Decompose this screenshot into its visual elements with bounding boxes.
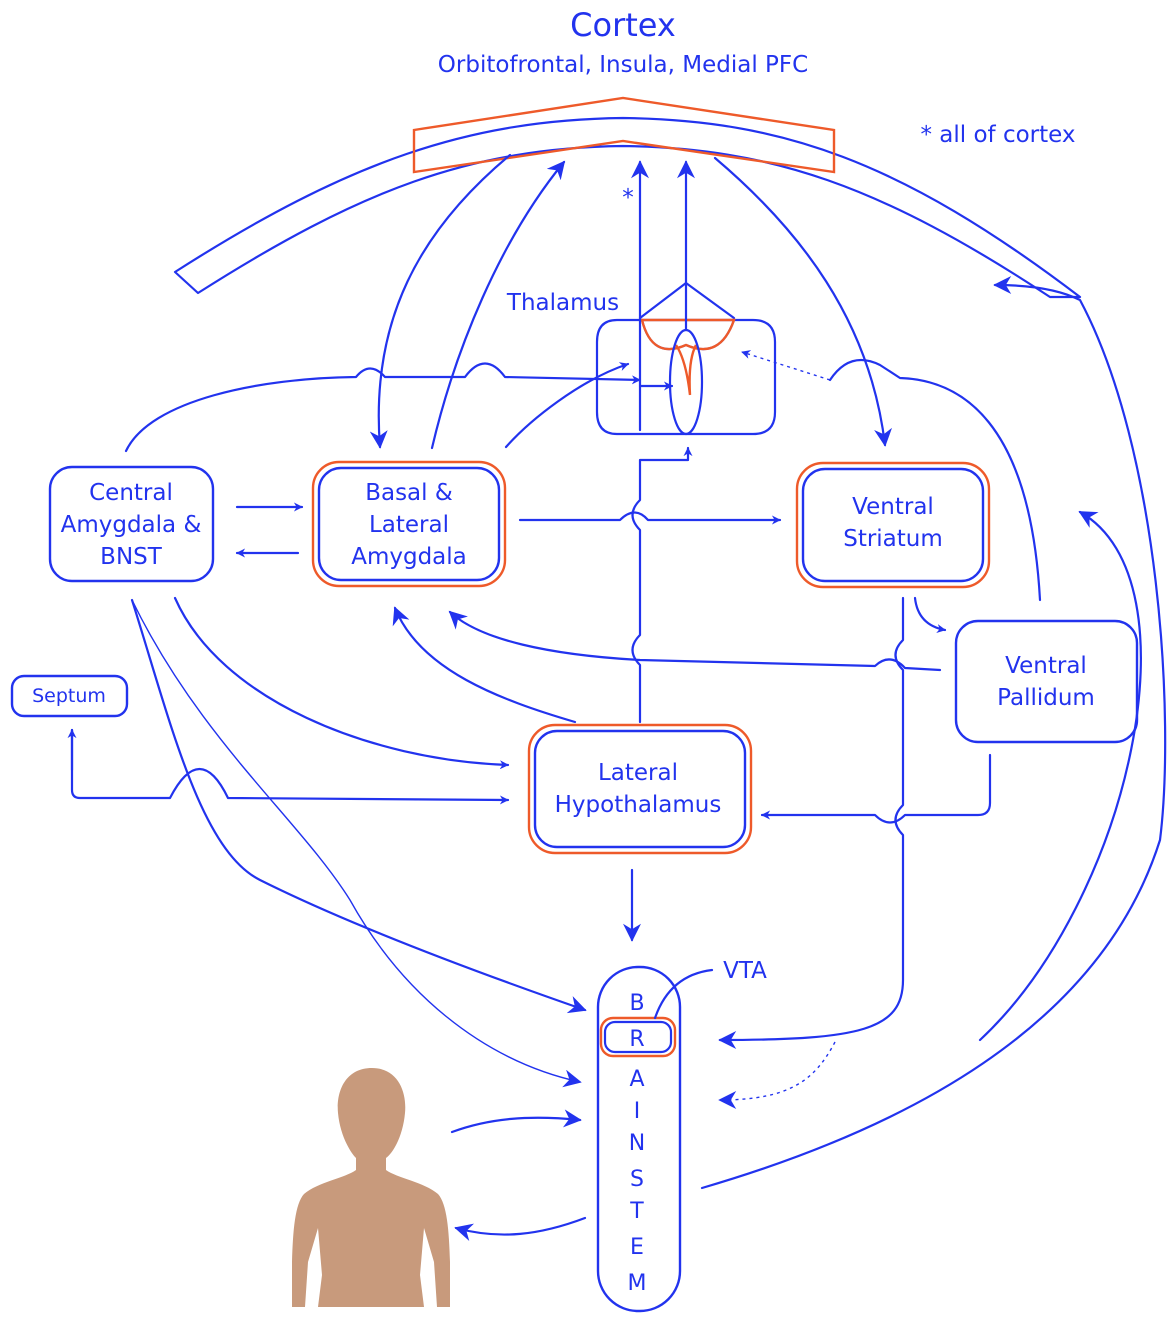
lateral-hypothalamus-label-2: Hypothalamus bbox=[555, 792, 722, 818]
all-cortex-note: * all of cortex bbox=[920, 122, 1075, 148]
ventral-pallidum-label-1: Ventral bbox=[1005, 653, 1087, 679]
brainstem-letter-r: R bbox=[629, 1027, 644, 1052]
brainstem-letter-b: B bbox=[629, 991, 644, 1016]
ventral-striatum-label-1: Ventral bbox=[852, 494, 934, 520]
ventral-pallidum-node: Ventral Pallidum bbox=[954, 619, 1139, 744]
ventral-pallidum-label-2: Pallidum bbox=[997, 685, 1095, 711]
basal-lateral-amygdala-label-2: Lateral bbox=[369, 512, 449, 538]
vta-pointer bbox=[653, 968, 714, 1020]
cortex-highlight bbox=[412, 96, 836, 174]
basal-lateral-amygdala-label-1: Basal & bbox=[365, 480, 453, 506]
lateral-hypothalamus-node: Lateral Hypothalamus bbox=[527, 723, 753, 855]
ventral-striatum-label-2: Striatum bbox=[843, 526, 943, 552]
thalamus-label: Thalamus bbox=[506, 290, 619, 316]
cortex-asterisk: * bbox=[622, 185, 634, 211]
basal-lateral-amygdala-label-3: Amygdala bbox=[351, 544, 467, 570]
septum-node: Septum bbox=[10, 674, 129, 718]
brainstem-letter-n: N bbox=[629, 1131, 645, 1156]
vta-label: VTA bbox=[723, 958, 767, 984]
brainstem-letter-s: S bbox=[630, 1167, 644, 1192]
brainstem-node: B R A I N S T E M bbox=[596, 965, 682, 1313]
brainstem-letter-e: E bbox=[630, 1235, 644, 1260]
septum-label: Septum bbox=[32, 685, 106, 707]
cortex-subtitle: Orbitofrontal, Insula, Medial PFC bbox=[438, 52, 808, 78]
central-amygdala-label-1: Central bbox=[89, 480, 173, 506]
brainstem-letter-t: T bbox=[629, 1199, 644, 1224]
human-silhouette-icon bbox=[292, 1068, 450, 1307]
brainstem-letter-m: M bbox=[628, 1271, 647, 1296]
brainstem-letter-i: I bbox=[634, 1099, 641, 1124]
central-amygdala-node: Central Amygdala & BNST bbox=[48, 465, 215, 583]
lateral-hypothalamus-label-1: Lateral bbox=[598, 760, 678, 786]
cortex-title: Cortex bbox=[570, 6, 676, 44]
ventral-striatum-node: Ventral Striatum bbox=[795, 461, 991, 589]
central-amygdala-label-2: Amygdala & bbox=[61, 512, 202, 538]
connections: * bbox=[67, 153, 1167, 1241]
brainstem-letter-a: A bbox=[629, 1067, 644, 1092]
central-amygdala-label-3: BNST bbox=[100, 544, 163, 570]
basal-lateral-amygdala-node: Basal & Lateral Amygdala bbox=[311, 460, 507, 588]
